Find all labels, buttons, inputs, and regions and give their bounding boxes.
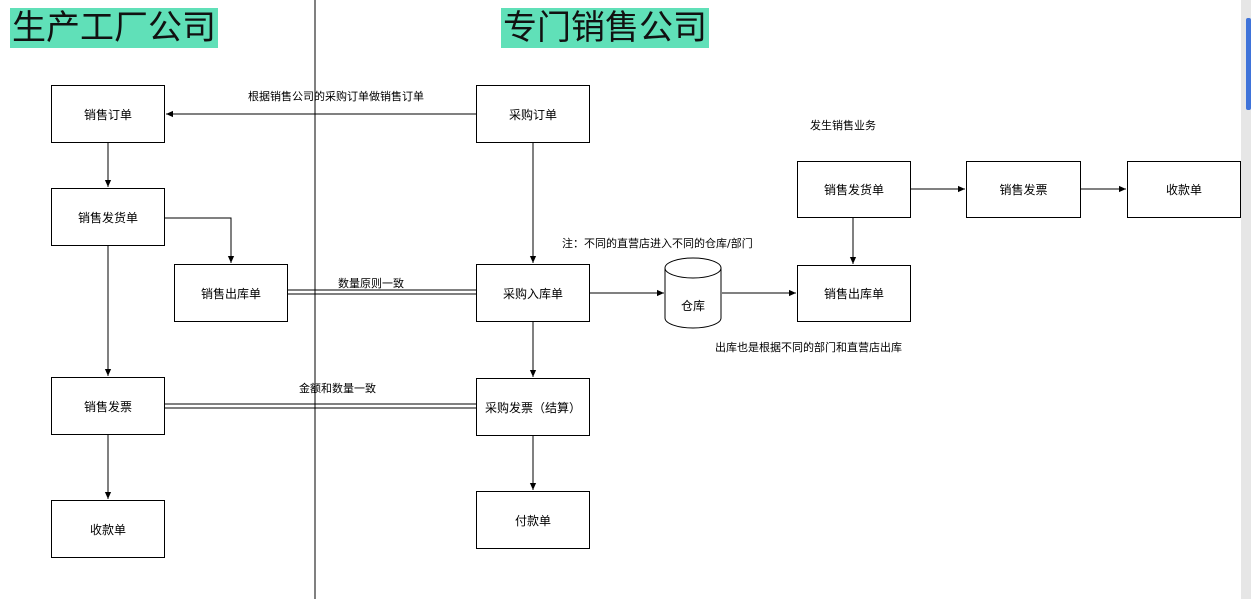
title-factory: 生产工厂公司 [10,8,218,48]
node-purchase-invoice[interactable]: 采购发票（结算） [476,378,590,436]
node-sales-outbound-right[interactable]: 销售出库单 [797,265,911,322]
node-purchase-inbound[interactable]: 采购入库单 [476,264,590,322]
label-sales-business: 发生销售业务 [810,119,876,132]
node-purchase-order[interactable]: 采购订单 [476,85,590,143]
title-sales-company: 专门销售公司 [501,8,709,48]
label-qty-match: 数量原则一致 [338,277,404,290]
node-sales-outbound-left[interactable]: 销售出库单 [174,264,288,322]
label-order-note: 根据销售公司的采购订单做销售订单 [248,90,424,103]
node-warehouse[interactable]: 仓库 [681,299,706,313]
node-sales-invoice-left[interactable]: 销售发票 [51,377,165,435]
warehouse-cylinder [664,257,722,329]
node-receipt-left[interactable]: 收款单 [51,500,165,558]
node-sales-delivery[interactable]: 销售发货单 [51,188,165,246]
label-amount-qty-match: 金额和数量一致 [299,382,376,395]
node-payment[interactable]: 付款单 [476,491,590,549]
node-sales-delivery-right[interactable]: 销售发货单 [797,161,911,218]
node-sales-order[interactable]: 销售订单 [51,85,165,143]
scrollbar-thumb[interactable] [1246,18,1251,110]
scrollbar-track[interactable] [1241,0,1251,599]
node-sales-invoice-right[interactable]: 销售发票 [966,161,1081,218]
node-receipt-right[interactable]: 收款单 [1127,161,1241,218]
label-outbound-note: 出库也是根据不同的部门和直营店出库 [715,341,902,354]
edge-delivery-to-outbound [165,217,235,263]
label-store-note: 注：不同的直营店进入不同的仓库/部门 [562,237,753,250]
